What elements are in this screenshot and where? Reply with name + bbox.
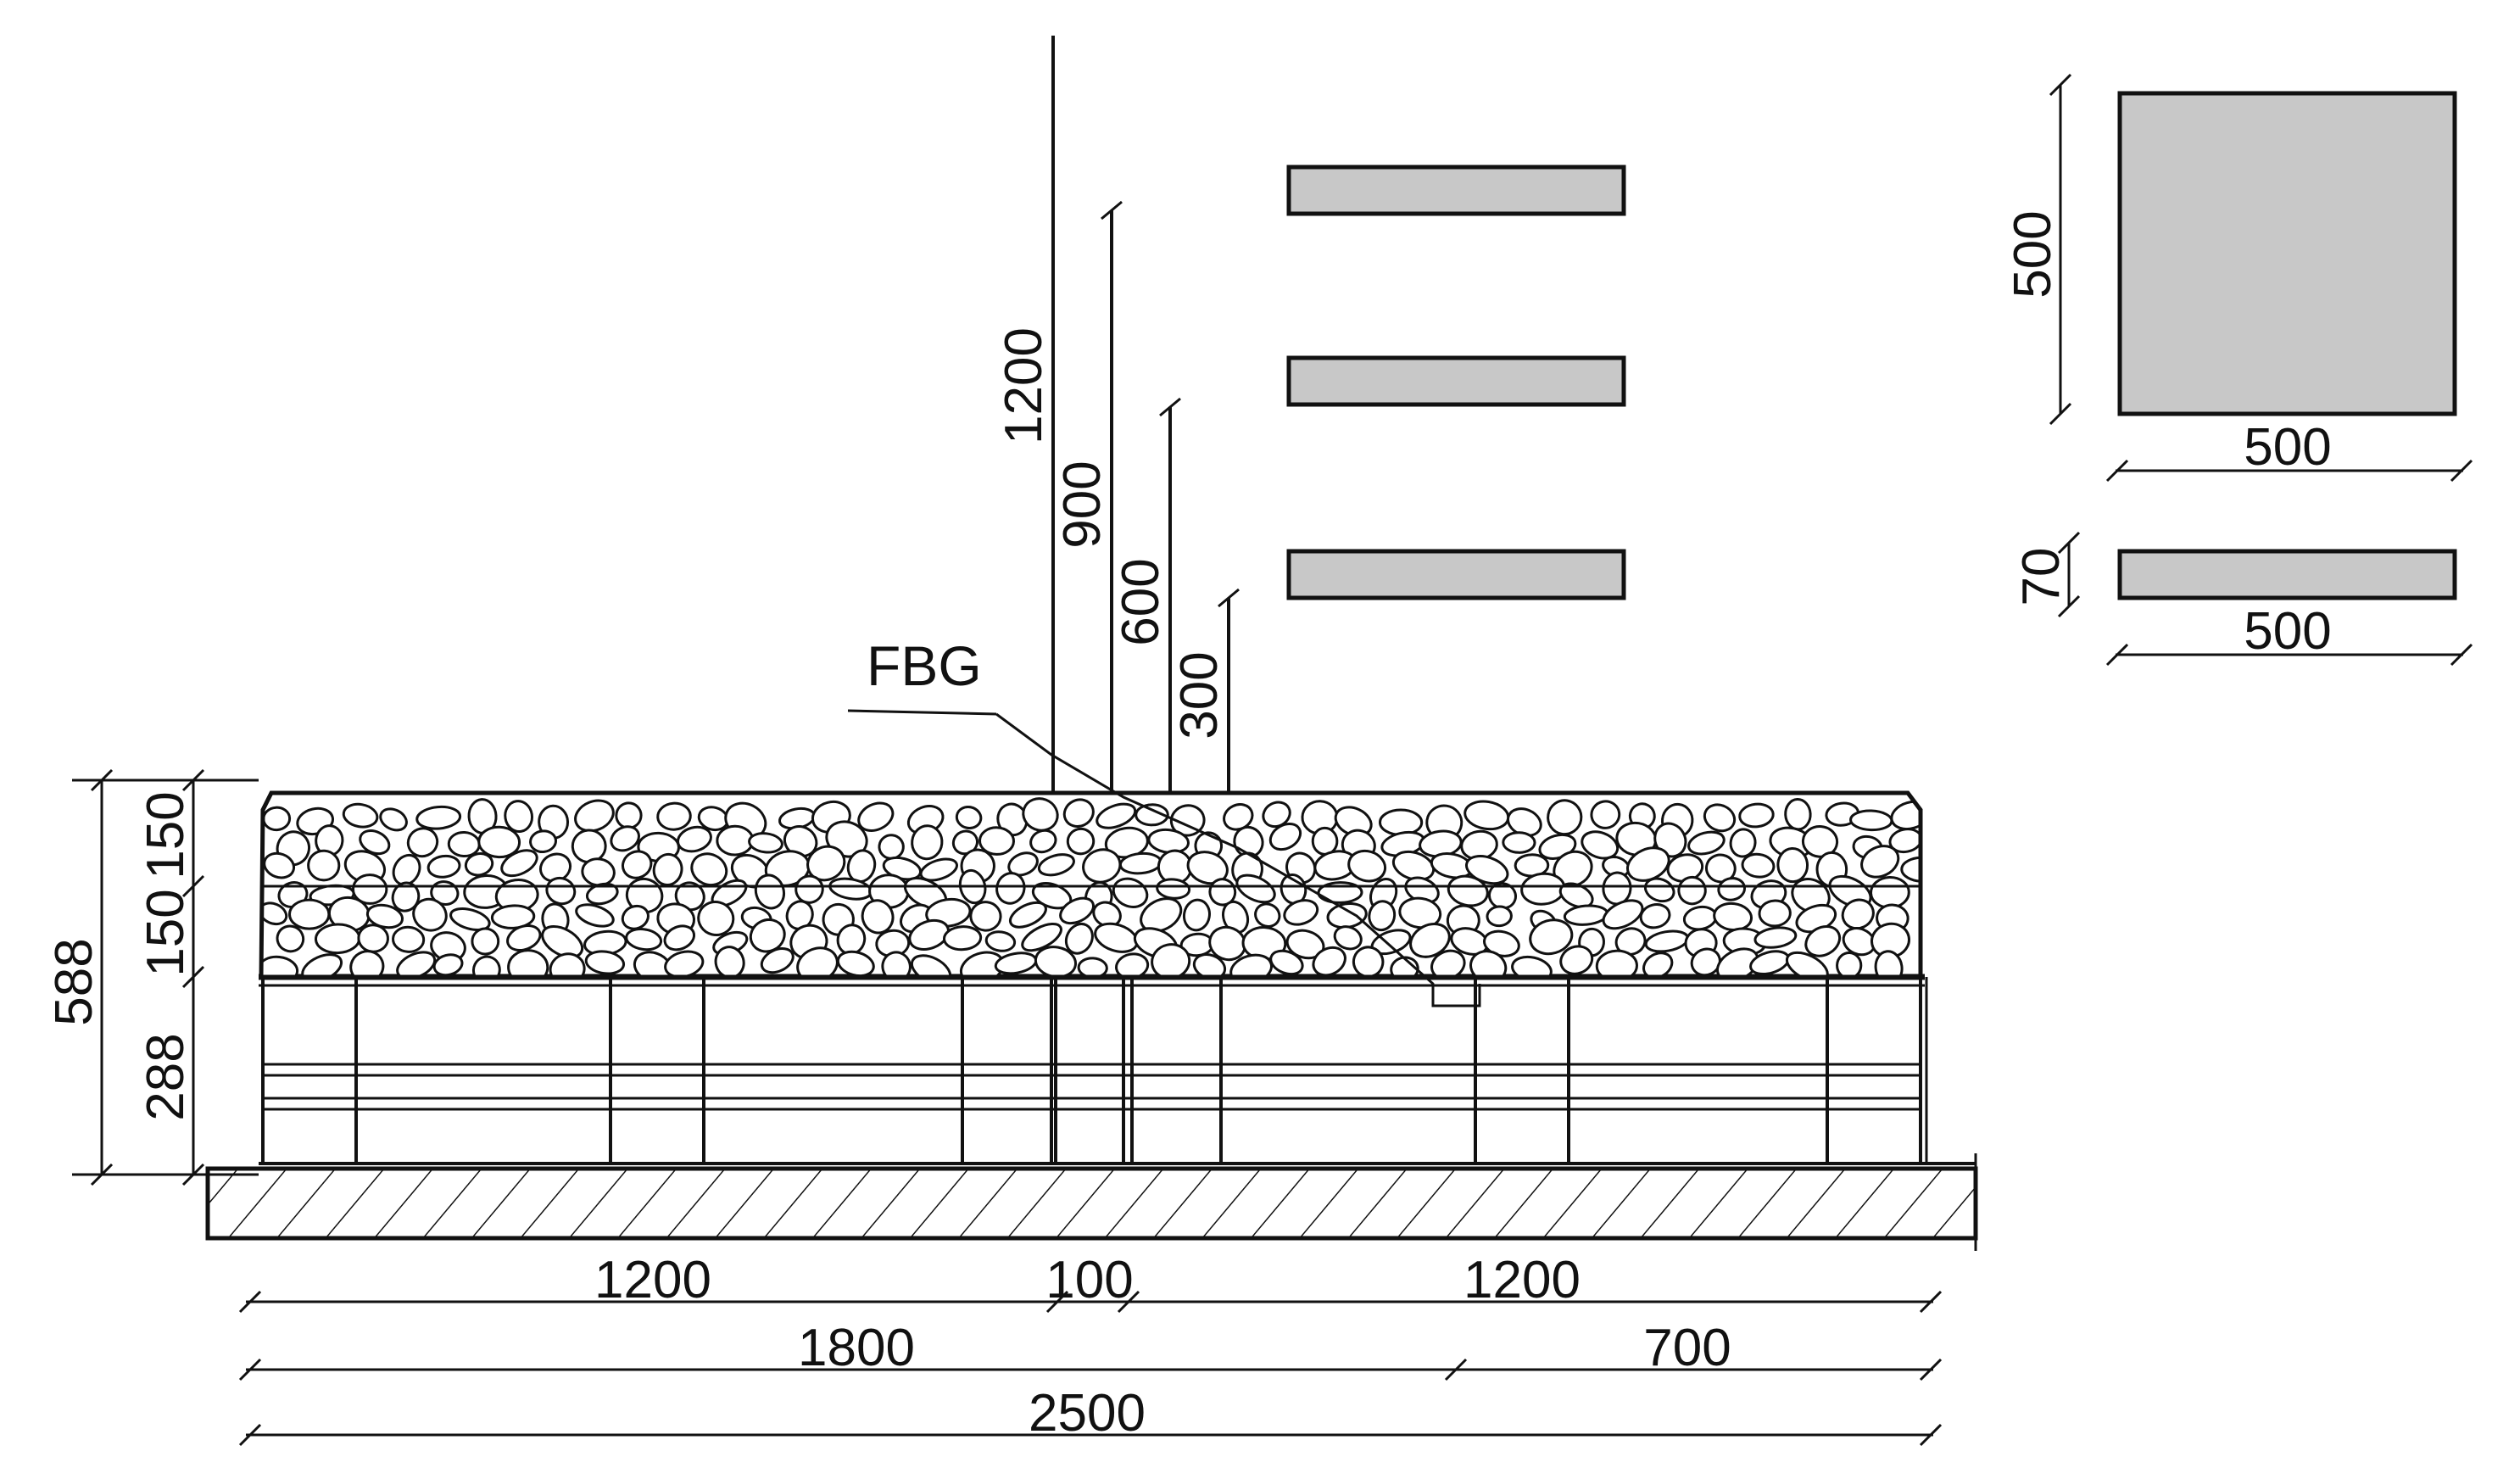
ground-slab <box>205 1153 1978 1251</box>
fbg-label: FBG <box>867 634 982 697</box>
fbg-sensor-line <box>847 709 1481 1007</box>
plate-detail-thin <box>2057 531 2473 667</box>
support-posts <box>261 977 1922 1164</box>
dim-top-layer: 150 <box>137 791 195 879</box>
dim-total-height: 588 <box>45 938 103 1025</box>
dim-row1-left: 1200 <box>594 1251 711 1309</box>
dim-row2-right: 700 <box>1643 1319 1731 1377</box>
thin-plate-height: 70 <box>2012 548 2071 606</box>
left-dimension-lines <box>72 768 259 1186</box>
rod-label-900: 900 <box>1053 460 1112 548</box>
plate-detail-square <box>2049 73 2473 483</box>
plate-upper <box>1286 165 1626 216</box>
measurement-rods <box>1051 36 1240 793</box>
bottom-dimension-lines <box>238 1290 1943 1447</box>
rod-label-1200: 1200 <box>995 327 1053 444</box>
ballast-layer <box>259 790 1923 979</box>
dim-row2-left: 1800 <box>798 1319 915 1377</box>
dim-row3-total: 2500 <box>1029 1384 1146 1443</box>
plate-middle <box>1286 355 1626 407</box>
square-plate-height: 500 <box>2004 210 2062 298</box>
plate-elevations <box>1286 165 1626 600</box>
rod-label-300: 300 <box>1170 651 1229 739</box>
rod-label-600: 600 <box>1112 558 1170 645</box>
plate-lower <box>1286 549 1626 600</box>
dim-base-layer: 288 <box>137 1033 195 1120</box>
thin-plate-width: 500 <box>2244 602 2331 661</box>
dim-row1-right: 1200 <box>1463 1251 1581 1309</box>
support-layer <box>259 974 1928 1165</box>
dim-row1-gap: 100 <box>1045 1251 1133 1309</box>
dim-second-layer: 150 <box>137 889 195 976</box>
square-plate-width: 500 <box>2244 418 2331 477</box>
